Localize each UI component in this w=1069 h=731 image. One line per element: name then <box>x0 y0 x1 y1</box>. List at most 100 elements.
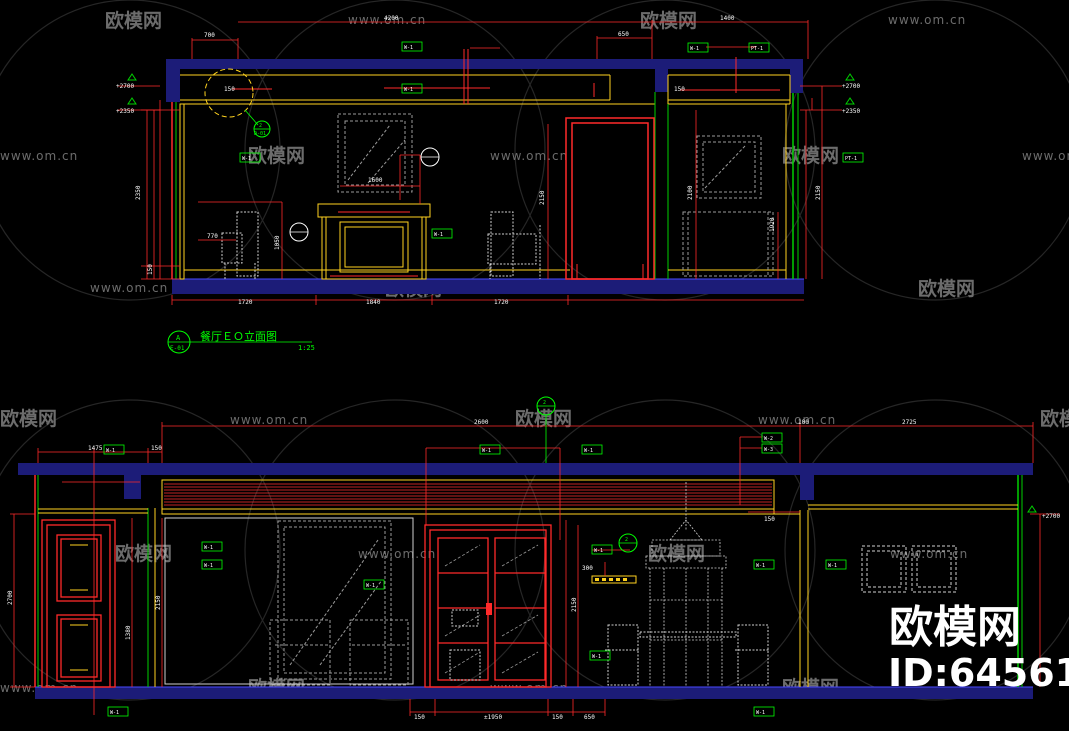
callout-ref: D-01 <box>254 131 266 137</box>
material-tag: W-1 <box>584 448 593 454</box>
floor-slab <box>172 279 804 294</box>
watermark-brand: 欧模网 <box>0 407 57 430</box>
ceiling-slab <box>18 463 1033 475</box>
watermark-url: www.om.cn <box>758 413 836 427</box>
ceiling-drop <box>166 69 180 102</box>
material-tag: W-1 <box>828 563 837 569</box>
ceiling-slab <box>166 59 803 69</box>
section-letter: A <box>176 334 181 342</box>
material-tag: W-1 <box>204 545 213 551</box>
dim-label: 1050 <box>274 235 281 250</box>
dim-label: 650 <box>618 31 629 38</box>
dim-label: 2100 <box>687 185 694 200</box>
material-tag: W-1 <box>366 583 375 589</box>
material-tag: W-1 <box>482 448 491 454</box>
level-label: +2700 <box>1042 513 1060 520</box>
dim-label: 150 <box>414 714 425 721</box>
material-tag: W-1 <box>242 156 251 162</box>
dim-label: 700 <box>204 32 215 39</box>
watermark-url: www.om.cn <box>888 13 966 27</box>
dim-label: 1720 <box>494 299 509 306</box>
watermark-brand: 欧模网 <box>648 542 705 565</box>
dim-label: 150 <box>764 516 775 523</box>
callout-number: 2 <box>543 400 546 406</box>
ceiling-drop <box>790 69 803 93</box>
material-tag: W-2 <box>764 436 773 442</box>
dim-label: 770 <box>207 233 218 240</box>
watermark-brand: 欧模网 <box>640 9 697 32</box>
level-label: +2700 <box>116 83 134 90</box>
dim-label: 150 <box>147 264 154 275</box>
material-tag: W-1 <box>110 710 119 716</box>
section-title-text: 餐厅ＥＯ立面图 <box>200 329 277 343</box>
big-watermark: 欧模网 ID:645615 <box>888 602 1069 695</box>
material-tag: W-1 <box>106 448 115 454</box>
dim-label: 100 <box>798 419 809 426</box>
watermark-brand: 欧模网 <box>1040 407 1069 430</box>
dim-label: 150 <box>674 86 685 93</box>
ceiling-drop <box>655 69 668 92</box>
level-label: +2350 <box>116 108 134 115</box>
section-title: A E-01 餐厅ＥＯ立面图 1:25 <box>167 329 315 354</box>
dim-label: 2725 <box>902 419 917 426</box>
dim-label: 2150 <box>539 190 546 205</box>
dim-label: 2150 <box>571 597 578 612</box>
dim-label: 1400 <box>720 15 735 22</box>
section-scale: 1:25 <box>298 344 315 352</box>
watermark-brand: 欧模网 <box>782 144 839 167</box>
material-tag: W-1 <box>756 710 765 716</box>
watermark-url: www.om.cn <box>490 149 568 163</box>
dim-label: 2150 <box>155 595 162 610</box>
watermark-brand: 欧模网 <box>115 542 172 565</box>
material-tag: W-1 <box>690 46 699 52</box>
dim-label: 1380 <box>125 625 132 640</box>
dim-label: 1600 <box>368 177 383 184</box>
material-tag: PT-1 <box>751 46 763 52</box>
material-tag: W-1 <box>594 548 603 554</box>
dim-label: 1920 <box>769 217 776 232</box>
material-tag: W-3 <box>764 447 773 453</box>
top-elevation: 2 D-01 W-1 W-1 PT-1 W-1 W-1 PT-1 W-1 700… <box>116 15 864 306</box>
watermark-url: www.om.cn <box>348 13 426 27</box>
watermark-id: ID:645615 <box>888 651 1069 695</box>
dim-label: 2700 <box>7 590 14 605</box>
watermark-url: www.om.cn <box>1022 149 1069 163</box>
dim-label: 150 <box>552 714 563 721</box>
watermark-brand: 欧模网 <box>105 9 162 32</box>
watermark-url: www.om.cn <box>230 413 308 427</box>
watermark-url: www.om.cn <box>358 547 436 561</box>
watermark-brand: 欧模网 <box>515 407 572 430</box>
watermark-url: www.om.cn <box>0 149 78 163</box>
dim-label: 1840 <box>366 299 381 306</box>
dim-label: 150 <box>224 86 235 93</box>
dim-label: 1720 <box>238 299 253 306</box>
dim-label: 4200 <box>384 15 399 22</box>
level-label: +2700 <box>842 83 860 90</box>
dim-label: 150 <box>151 445 162 452</box>
material-tag: W-1 <box>404 87 413 93</box>
level-label: +2350 <box>842 108 860 115</box>
dim-label: 2350 <box>135 185 142 200</box>
bottom-elevation: 2 2 W-1 W-1 W-1 W-2 W-3 W-1 W-1 W-1 <box>7 396 1060 721</box>
callout-number: 2 <box>259 123 262 129</box>
watermark-brand: 欧模网 <box>248 144 305 167</box>
material-tag: PT-1 <box>845 156 857 162</box>
material-tag: W-1 <box>434 232 443 238</box>
dim-label: 300 <box>582 565 593 572</box>
dim-label: 2600 <box>474 419 489 426</box>
watermark-big-brand: 欧模网 <box>889 602 1021 653</box>
dim-label: 650 <box>584 714 595 721</box>
watermark-text: 欧模网 www.om.cn 欧模网 www.om.cn www.om.cn 欧模… <box>0 9 1069 699</box>
floor-slab <box>35 687 1033 699</box>
section-ref: E-01 <box>170 345 185 352</box>
material-tag: W-1 <box>756 563 765 569</box>
dim-label: 2150 <box>815 185 822 200</box>
callout-number: 2 <box>625 537 628 543</box>
watermark-url: www.om.cn <box>90 281 168 295</box>
watermark-brand: 欧模网 <box>918 277 975 300</box>
material-tag: W-1 <box>404 45 413 51</box>
material-tag: W-1 <box>204 563 213 569</box>
dim-label: 1475 <box>88 445 103 452</box>
material-tag: W-1 <box>592 654 601 660</box>
